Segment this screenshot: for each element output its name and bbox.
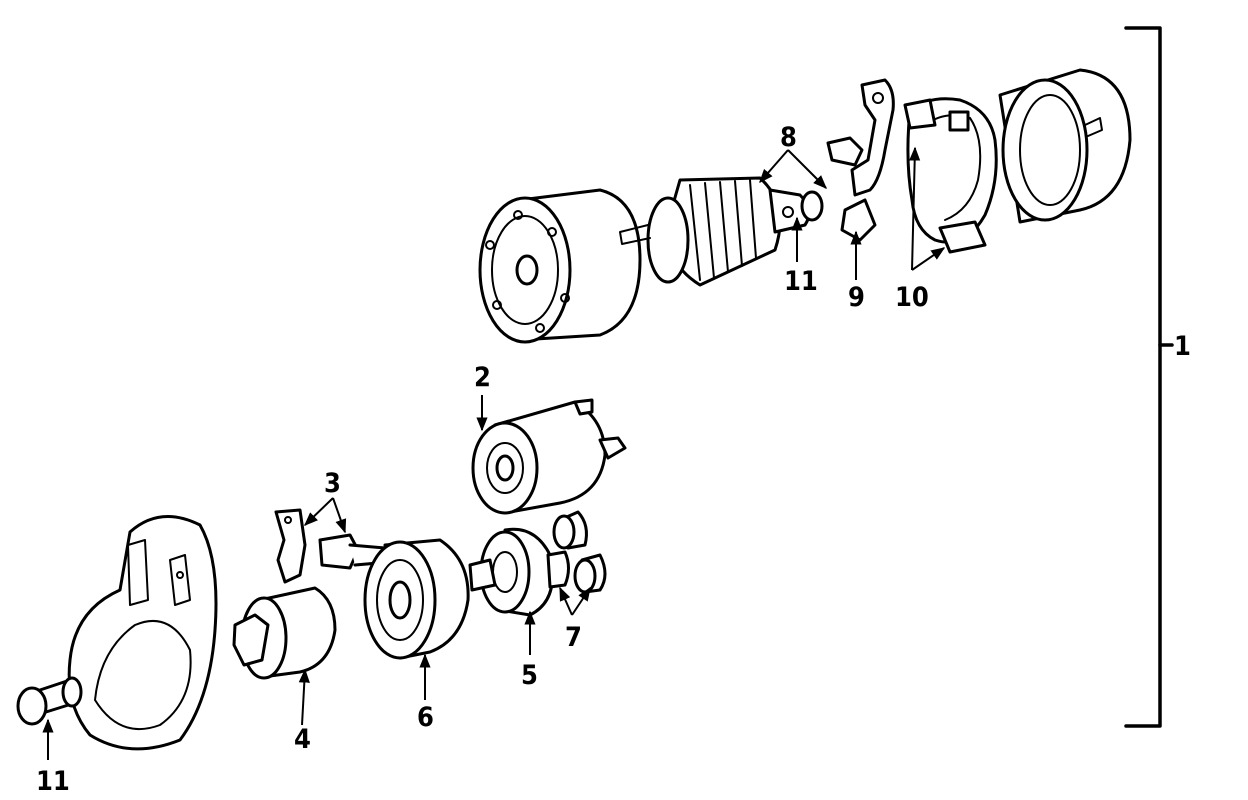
shift-lever xyxy=(274,508,392,584)
brush-holder-plate xyxy=(826,78,895,242)
callout-1: 1 xyxy=(1174,331,1191,362)
end-cover xyxy=(998,68,1132,224)
callout-2: 2 xyxy=(474,362,491,393)
callout-4: 4 xyxy=(294,724,311,755)
yoke-housing xyxy=(478,188,642,344)
callout-10: 10 xyxy=(895,282,929,313)
assembly-bracket xyxy=(1124,26,1174,728)
callout-labels: 1 2 3 4 5 6 7 8 9 10 11 11 xyxy=(36,122,1191,797)
front-shaft-end xyxy=(16,676,83,726)
armature xyxy=(619,176,824,287)
callout-6: 6 xyxy=(417,702,434,733)
leader-lines xyxy=(42,146,946,760)
callout-7: 7 xyxy=(565,622,582,653)
brush-holder-assembly xyxy=(903,97,998,254)
callout-11-armature: 11 xyxy=(784,266,818,297)
callout-9: 9 xyxy=(848,282,865,313)
callout-3: 3 xyxy=(324,468,341,499)
front-drive-housing xyxy=(67,515,218,751)
overrunning-clutch xyxy=(232,586,337,680)
planetary-carrier-shaft xyxy=(468,527,554,617)
callout-8: 8 xyxy=(780,122,797,153)
internal-gear-housing xyxy=(363,538,470,660)
planet-gears xyxy=(546,510,607,594)
callout-11-front: 11 xyxy=(36,766,70,797)
solenoid-switch xyxy=(471,398,627,515)
callout-5: 5 xyxy=(521,660,538,691)
